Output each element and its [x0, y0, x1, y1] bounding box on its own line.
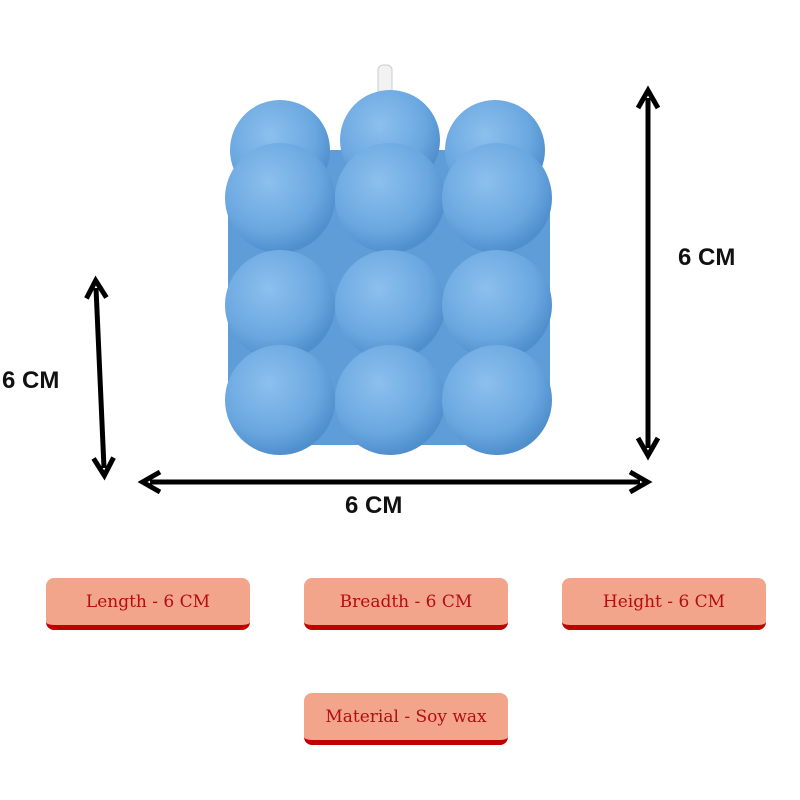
material-tag: Material - Soy wax: [304, 693, 508, 745]
wax-bubble: [442, 345, 552, 455]
height-label: 6 CM: [678, 244, 736, 271]
wax-bubble: [442, 143, 552, 253]
wax-bubble: [335, 250, 445, 360]
wax-bubble: [335, 345, 445, 455]
wax-bubble: [335, 143, 445, 253]
width-label: 6 CM: [345, 492, 403, 519]
wax-bubble: [225, 250, 335, 360]
length-tag: Length - 6 CM: [46, 578, 250, 630]
wax-bubble: [442, 250, 552, 360]
bubble-candle: [225, 90, 552, 455]
height-tag: Height - 6 CM: [562, 578, 766, 630]
wax-bubble: [225, 345, 335, 455]
depth-label: 6 CM: [2, 367, 60, 394]
depth-arrow: [84, 275, 116, 481]
wax-bubble: [225, 143, 335, 253]
breadth-tag: Breadth - 6 CM: [304, 578, 508, 630]
